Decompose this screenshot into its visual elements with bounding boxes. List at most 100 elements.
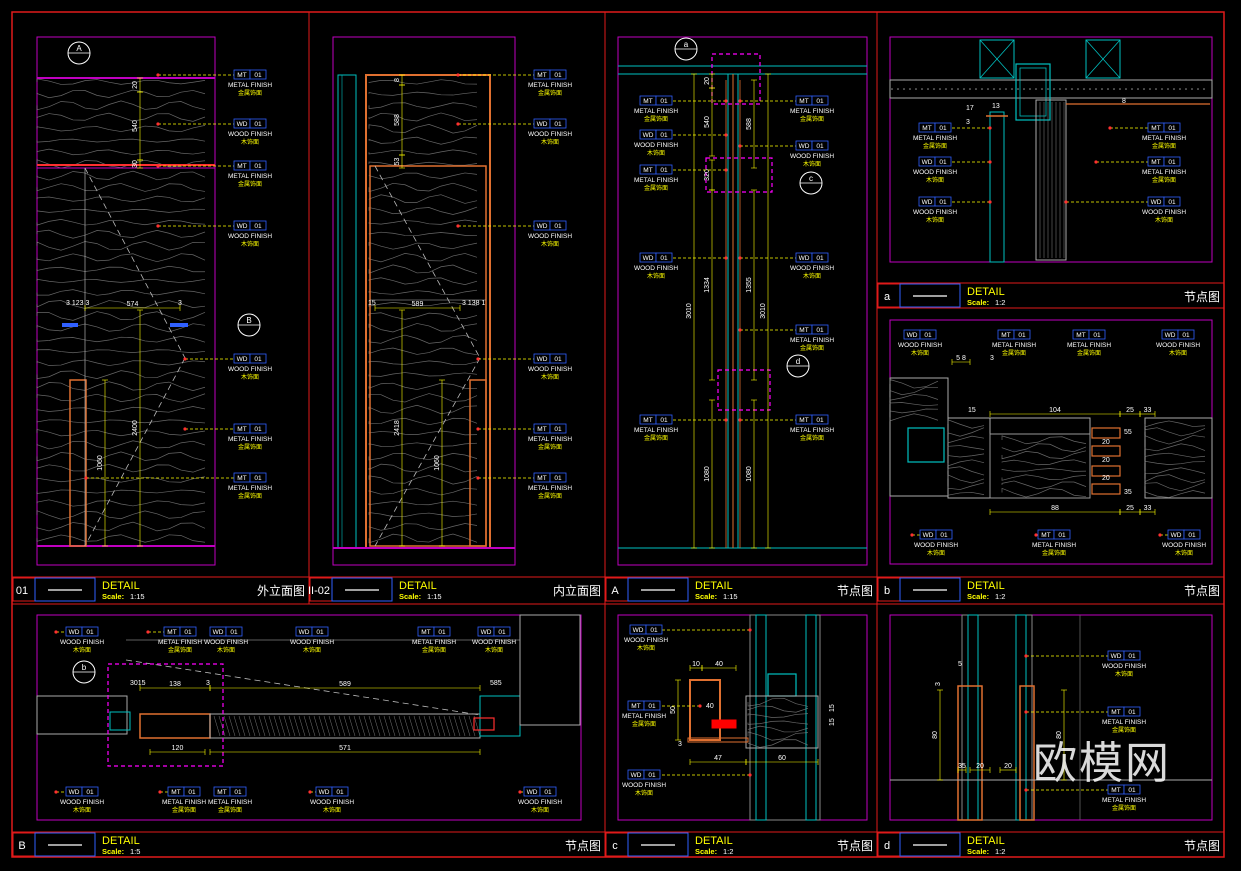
- dimension-text: 5 8: [956, 355, 966, 362]
- grain-line: [747, 713, 809, 718]
- tag-name: METAL FINISH: [1142, 135, 1186, 142]
- grain-line: [36, 183, 206, 192]
- title-detail: DETAIL: [399, 580, 437, 592]
- tag-cn: 木饰面: [637, 644, 655, 652]
- panel-A-section: 20540320133430101080588135530101080acdMT…: [617, 36, 868, 566]
- dimension-text: 3: [206, 680, 210, 687]
- title-cn: 外立面图: [257, 583, 305, 598]
- grain-line: [368, 206, 478, 215]
- concrete-dot: [1185, 88, 1187, 90]
- dimension-text: 120: [172, 745, 184, 752]
- leader-dot: [146, 630, 150, 634]
- tag-code: MT: [643, 417, 652, 424]
- grain-line: [368, 382, 478, 390]
- tag-code: MT: [799, 417, 808, 424]
- tag-cn: 木饰面: [911, 349, 929, 357]
- dimension-text: 20: [1004, 763, 1012, 770]
- metal-insert: [1091, 483, 1121, 495]
- tag-code: WD: [643, 132, 654, 139]
- hatch-line: [348, 715, 356, 737]
- grain-line: [1144, 435, 1206, 445]
- hatch-line: [283, 715, 291, 737]
- tag-name: WOOD FINISH: [913, 169, 957, 176]
- tag-box: [249, 69, 267, 80]
- grain-line: [36, 159, 206, 169]
- leader-dot: [456, 73, 460, 77]
- grain-line: [368, 253, 478, 263]
- title-detail: DETAIL: [102, 580, 140, 592]
- leader-dot: [1064, 200, 1068, 204]
- grain-line: [36, 208, 206, 213]
- tag-number: 01: [554, 121, 562, 128]
- tag-number: 01: [86, 789, 94, 796]
- tag-cn: 金属饰面: [632, 720, 656, 728]
- concrete-dot: [1053, 88, 1055, 90]
- leader-dot: [156, 164, 160, 168]
- tag-cn: 木饰面: [926, 216, 944, 224]
- hatch-line: [383, 715, 391, 737]
- tag-box: [1163, 156, 1181, 167]
- dimension-text: 20: [1102, 439, 1110, 446]
- tag-name: WOOD FINISH: [228, 131, 272, 138]
- hatch-line: [398, 715, 406, 737]
- grain-line: [368, 487, 478, 496]
- grain-line: [1144, 490, 1206, 498]
- concrete-dot: [915, 88, 917, 90]
- dimension-text: 80: [932, 731, 939, 739]
- tag-number: 01: [336, 789, 344, 796]
- grain-line: [368, 219, 478, 225]
- hatch-line: [413, 715, 421, 737]
- door-frame: [365, 74, 491, 549]
- tag-box: [539, 786, 557, 797]
- tag-code: WD: [527, 789, 538, 796]
- panel-border: [332, 36, 516, 566]
- hatch-line: [253, 715, 261, 737]
- tag-box: [549, 69, 567, 80]
- grain-line: [368, 334, 478, 344]
- tag-cn: 金属饰面: [172, 806, 196, 814]
- grain-line: [947, 492, 985, 496]
- title-cn: 内立面图: [553, 583, 601, 598]
- tag-box: [229, 786, 247, 797]
- dimension-text: 571: [339, 745, 351, 752]
- tag-box: [81, 786, 99, 797]
- tag-code: WD: [1151, 199, 1162, 206]
- concrete-dot: [1077, 88, 1079, 90]
- grain-line: [36, 429, 206, 437]
- tag-code: MT: [799, 98, 808, 105]
- tag-name: WOOD FINISH: [310, 799, 354, 806]
- tag-number: 01: [254, 426, 262, 433]
- title-tag: a: [884, 291, 891, 303]
- grain-line: [368, 312, 478, 320]
- leader-dot: [1024, 788, 1028, 792]
- grain-line: [1001, 468, 1087, 472]
- dimension-text: 25: [1126, 505, 1134, 512]
- grain-line: [36, 336, 206, 343]
- grain-line: [368, 172, 478, 180]
- tag-box: [493, 626, 511, 637]
- dimension-text: 13: [992, 103, 1000, 110]
- grain-line: [1001, 474, 1087, 481]
- leader-dot: [156, 73, 160, 77]
- leader-dot: [1024, 710, 1028, 714]
- hatch-line: [458, 715, 466, 737]
- hatch-line: [408, 715, 416, 737]
- tag-number: 01: [554, 72, 562, 79]
- hatch-line: [363, 715, 371, 737]
- left-tube: [109, 711, 131, 731]
- tag-number: 01: [924, 332, 932, 339]
- title-line-box: [34, 577, 96, 602]
- tag-name: METAL FINISH: [634, 108, 678, 115]
- concrete-dot: [1179, 88, 1181, 90]
- hatch-line: [418, 715, 426, 737]
- concrete-dot: [1203, 88, 1205, 90]
